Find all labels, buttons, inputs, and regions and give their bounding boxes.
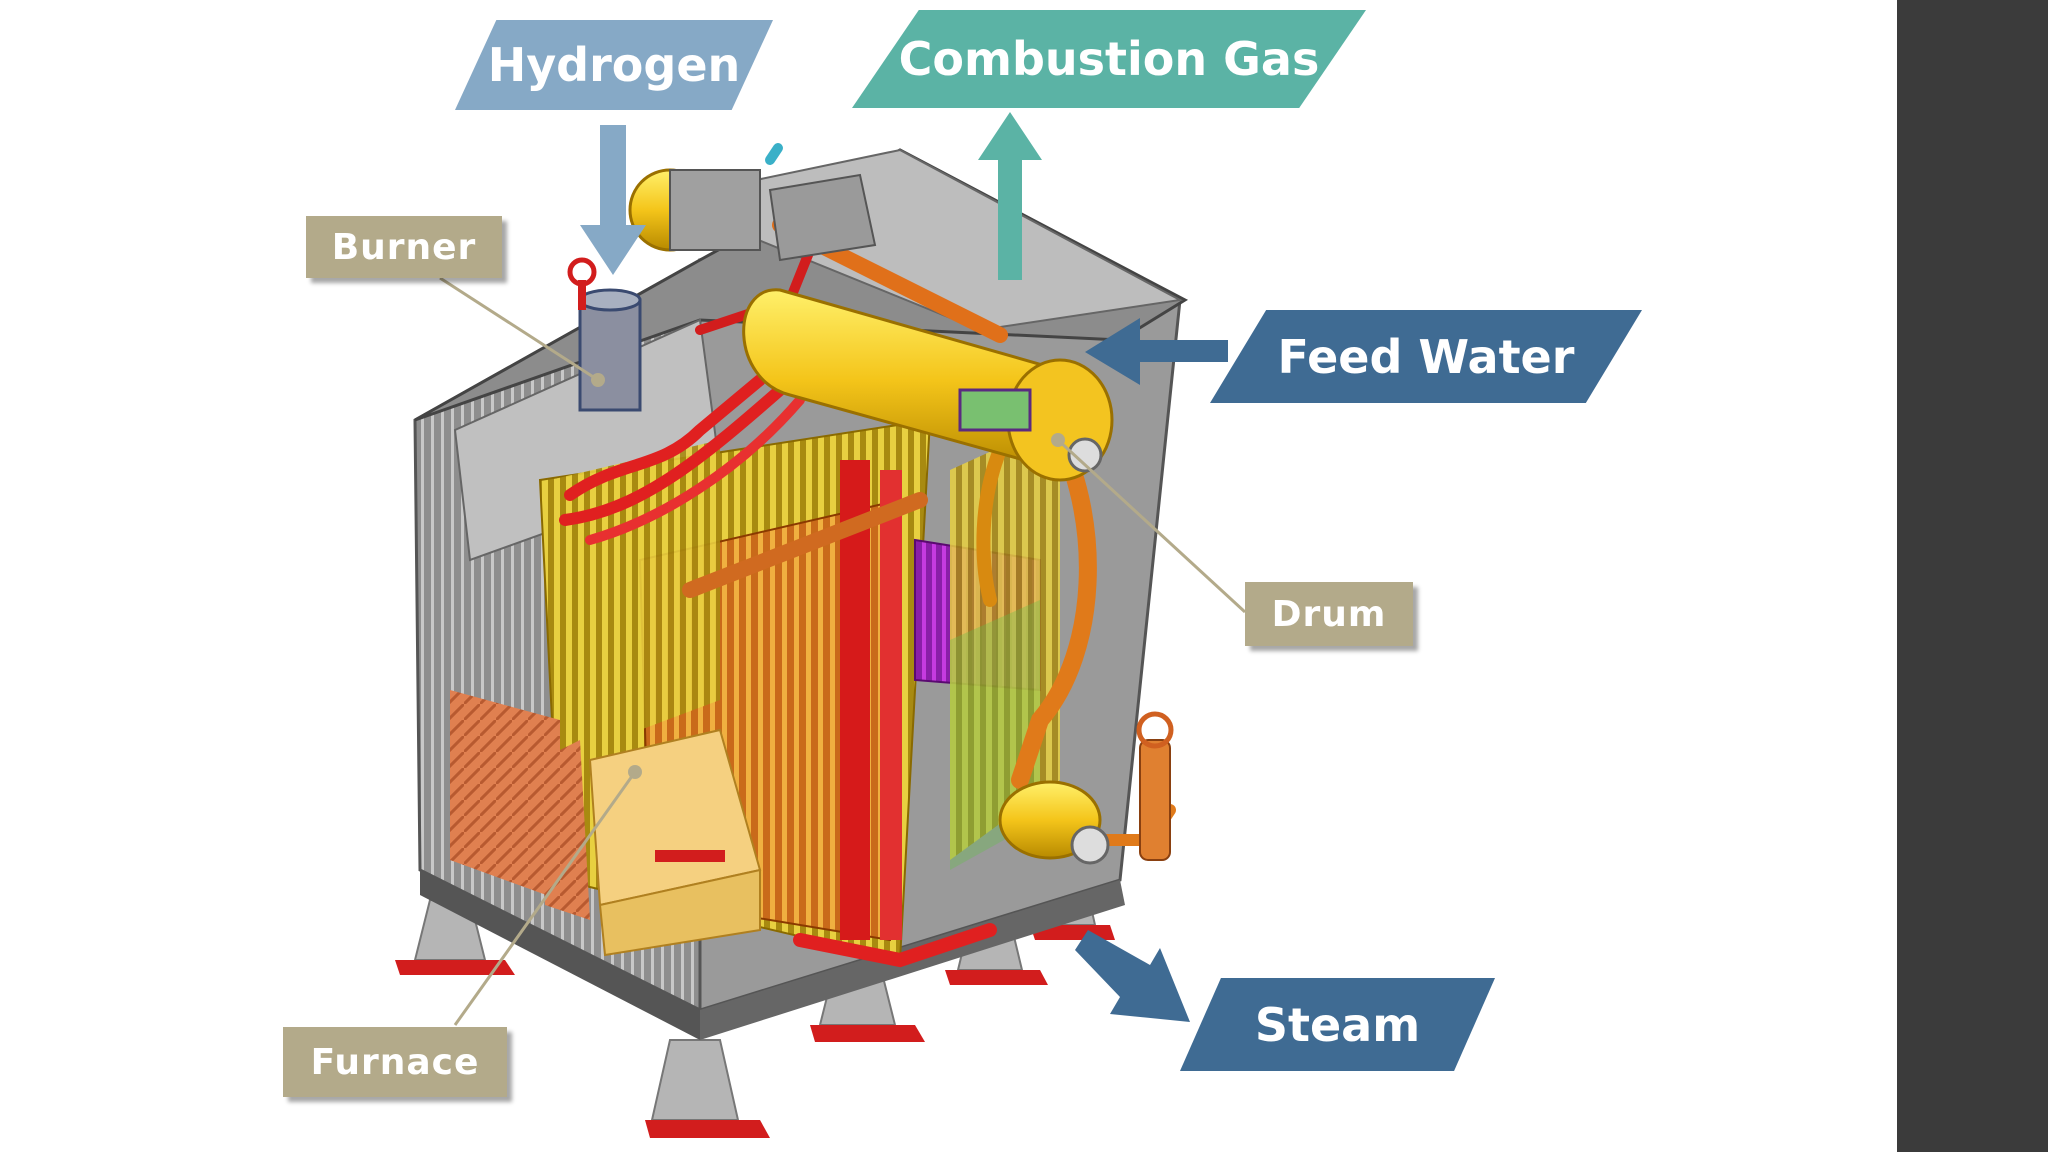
hydrogen-label: Hydrogen <box>455 20 773 110</box>
combustion-gas-label: Combustion Gas <box>852 10 1366 108</box>
top-header-drum <box>628 143 877 262</box>
burner-unit <box>567 257 642 412</box>
steam-arrow <box>1075 930 1190 1022</box>
feed-water-label: Feed Water <box>1210 310 1642 403</box>
boiler-diagram <box>395 112 1247 1138</box>
feed-water-arrow <box>1085 318 1228 385</box>
furnace-label: Furnace <box>283 1027 507 1097</box>
steam-label: Steam <box>1180 978 1495 1071</box>
lower-drum <box>998 711 1174 865</box>
combustion-gas-arrow <box>978 112 1042 280</box>
flow-arrows <box>580 112 1228 1022</box>
drum-label: Drum <box>1245 582 1413 646</box>
right-side-panel <box>1897 0 2048 1152</box>
callout-leaders <box>439 276 1247 1026</box>
burner-label: Burner <box>306 216 502 278</box>
hydrogen-arrow <box>580 125 646 275</box>
